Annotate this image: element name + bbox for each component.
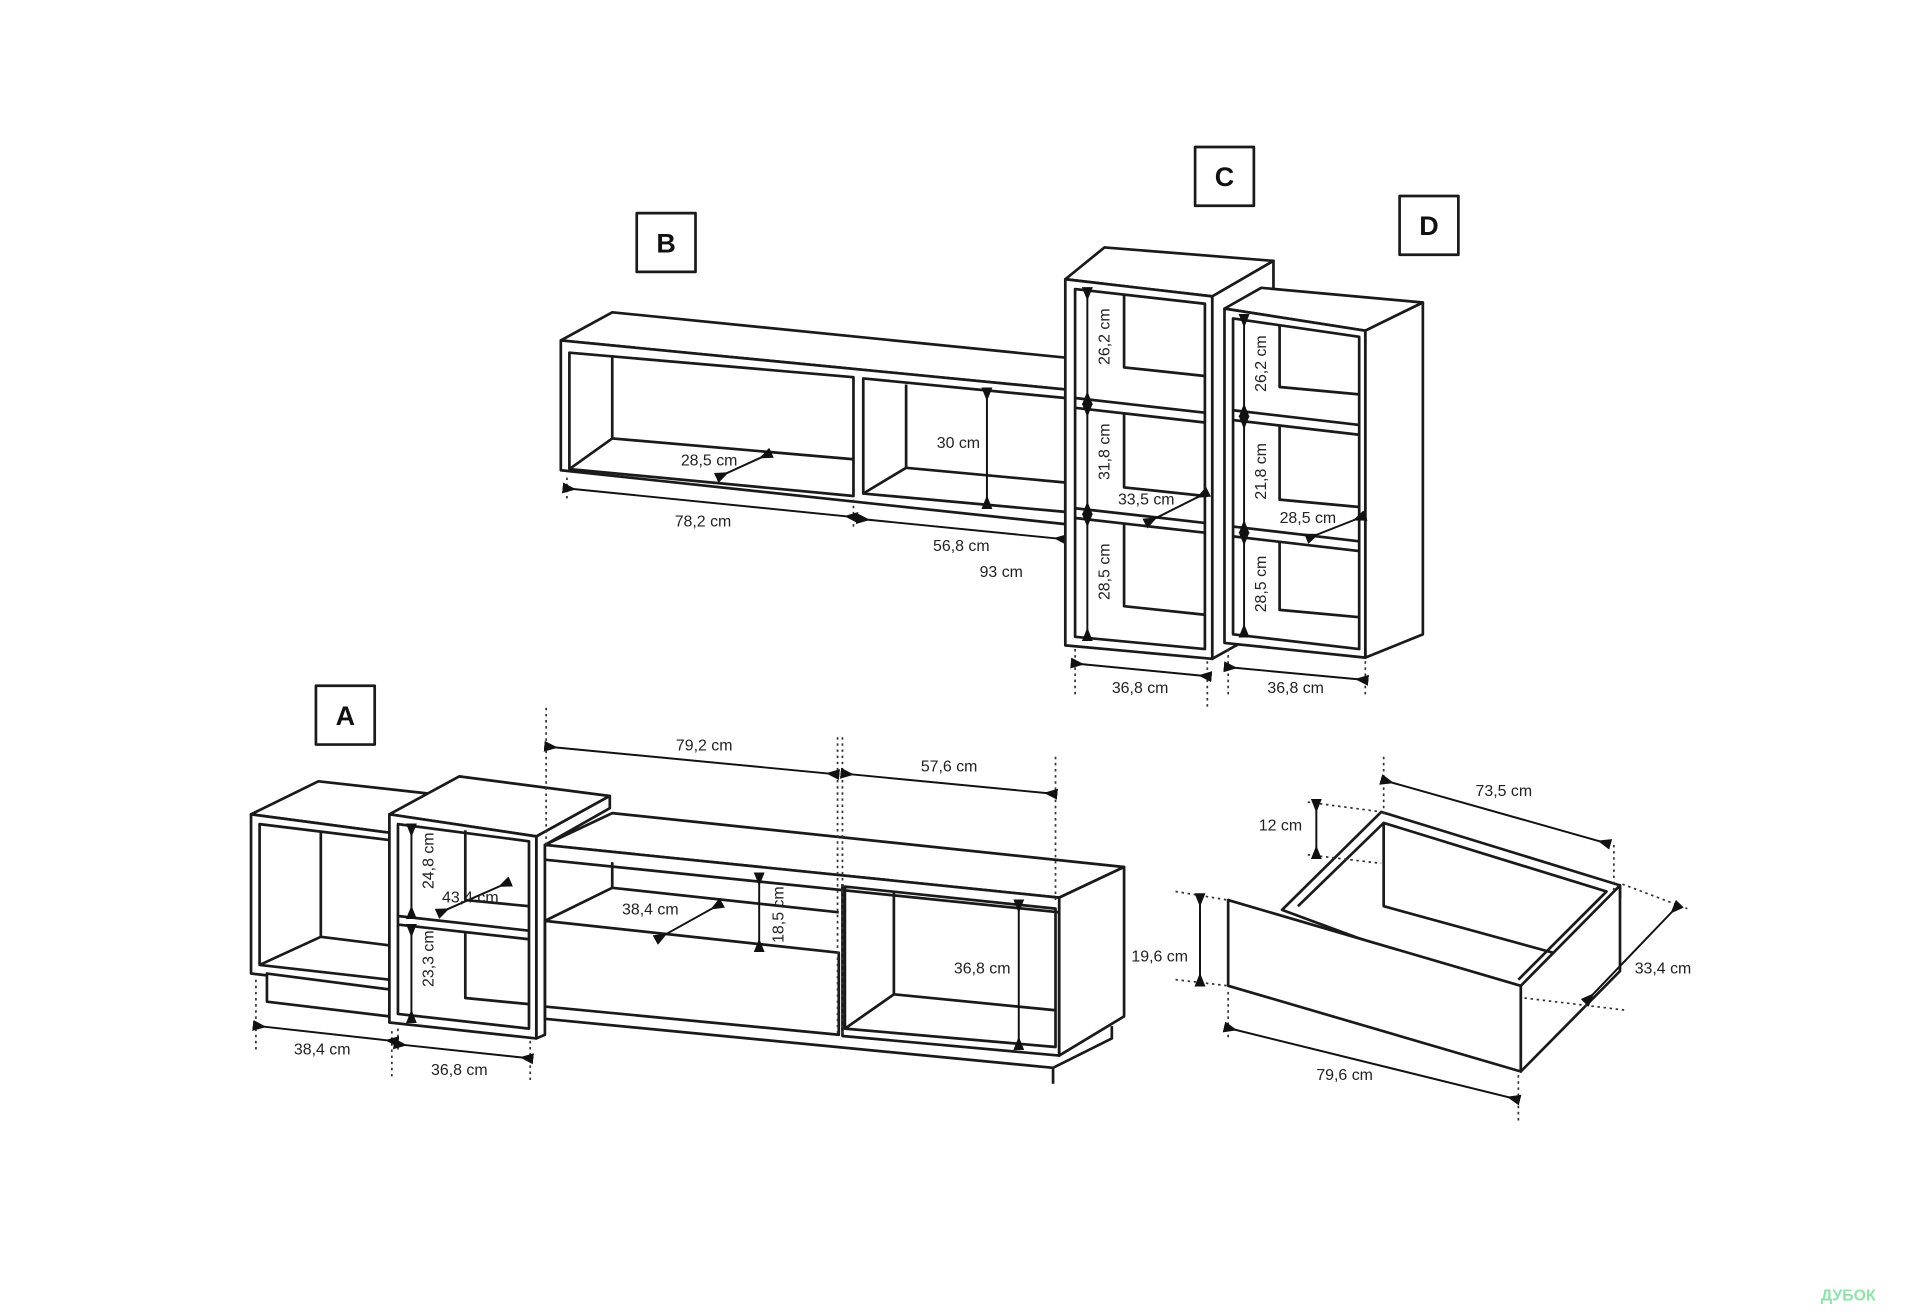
dim-d-mid: 21,8 cm [1253,443,1270,500]
dim-d-top: 26,2 cm [1253,335,1270,392]
dim-c-width: 36,8 cm [1112,680,1169,697]
drawer-drawing [1175,756,1688,1125]
dim-a-mid-width: 36,8 cm [431,1062,488,1079]
dim-drawer-width: 79,6 cm [1316,1067,1373,1084]
dim-drawer-width-top: 73,5 cm [1476,783,1533,800]
tv-unit-a-drawing [249,707,1126,1084]
dim-a-right-height: 36,8 cm [954,961,1011,978]
dim-c-top: 26,2 cm [1096,308,1113,365]
dim-drawer-depth: 33,4 cm [1635,961,1692,978]
dim-c-depth: 33,5 cm [1118,492,1175,509]
dim-a-niche-height: 18,5 cm [771,886,788,943]
dimension-labels: 28,5 cm 30 cm 78,2 cm 56,8 cm 93 cm 26,2… [294,308,1691,1084]
dim-c-bottom: 28,5 cm [1096,543,1113,600]
svg-text:B: B [656,228,675,258]
dim-drawer-front-height: 19,6 cm [1131,948,1188,965]
svg-text:C: C [1215,162,1234,192]
label-c: C [1193,145,1256,208]
shelf-b-drawing [559,310,1079,549]
dim-d-depth: 28,5 cm [1280,510,1337,527]
dim-a-right-width: 57,6 cm [921,758,978,775]
label-d: D [1398,194,1460,257]
dim-c-mid: 31,8 cm [1096,423,1113,480]
dim-d-width: 36,8 cm [1267,680,1324,697]
dim-b-height: 30 cm [937,435,980,452]
svg-text:D: D [1419,211,1438,241]
dim-a-top-width: 79,2 cm [676,738,733,755]
dim-b-left-width: 78,2 cm [675,514,732,531]
dim-b-right-width: 56,8 cm [933,538,990,555]
dim-b-depth: 28,5 cm [681,452,738,469]
dim-d-bottom: 28,5 cm [1253,556,1270,613]
dim-a-shelf-depth: 43,4 cm [442,890,499,907]
dim-a-niche-depth: 38,4 cm [622,902,679,919]
label-a: A [314,684,377,746]
dim-a-left-width: 38,4 cm [294,1041,351,1058]
dim-b-total-width: 93 cm [980,564,1023,581]
dim-drawer-side-height: 12 cm [1259,817,1302,834]
watermark-logo: ДУБОК [1821,1287,1876,1304]
svg-text:A: A [336,701,355,731]
label-b: B [635,211,697,274]
cabinet-d-drawing [1223,286,1425,699]
dim-a-shelf-bottom: 23,3 cm [420,930,437,987]
dim-a-shelf-top: 24,8 cm [420,832,437,889]
